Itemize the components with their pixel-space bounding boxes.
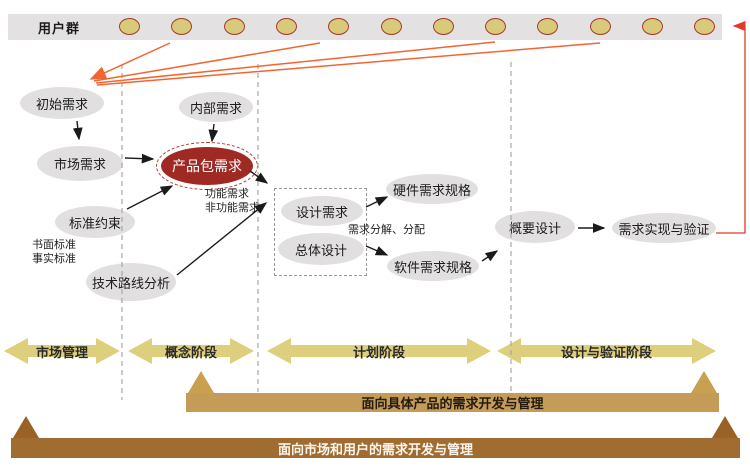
- arrow-design-to-hwspec: [365, 196, 389, 208]
- arrow-standards-to-package: [126, 185, 174, 210]
- design-dashed-box: [274, 188, 367, 276]
- arrow-market-to-package: [124, 153, 155, 164]
- user-group-label: 用户群: [38, 20, 81, 36]
- user-dot-icon: [171, 18, 193, 35]
- user-dot-icon: [537, 18, 559, 35]
- user-dot-icon: [328, 18, 350, 35]
- user-dot-icon: [380, 18, 402, 35]
- left-arrowhead-icon: [267, 338, 291, 364]
- range-marker-triangle: [712, 416, 738, 438]
- phase-label: 市场管理: [35, 344, 88, 360]
- phase-market-management: 市场管理: [4, 338, 120, 364]
- right-arrowhead-icon: [230, 338, 254, 364]
- phase-design-verification: 设计与验证阶段: [497, 338, 716, 364]
- phase-concept: 概念阶段: [128, 338, 254, 364]
- user-dot-icon: [223, 18, 245, 35]
- left-arrowhead-icon: [497, 338, 521, 364]
- defacto-standard-text: 事实标准: [32, 253, 76, 265]
- range-marker-triangle: [691, 371, 717, 393]
- right-arrowhead-icon: [467, 338, 491, 364]
- user-dot-icon: [432, 18, 454, 35]
- arrow-users-to-initial: [95, 41, 496, 84]
- user-dot-icon: [589, 18, 611, 35]
- range-marker-triangle: [13, 416, 39, 438]
- user-group-bar: 用户群: [8, 14, 722, 40]
- phase-label: 设计与验证阶段: [560, 344, 652, 360]
- node-product-package: 产品包需求: [161, 147, 253, 185]
- node-initial-requirements: 初始需求: [20, 87, 104, 119]
- requirement-types-annotation: 功能需求 非功能需求: [205, 187, 260, 215]
- product-requirements-bar: 面向具体产品的需求开发与管理: [186, 393, 719, 412]
- phase-planning: 计划阶段: [267, 338, 491, 364]
- node-impl-verification: 需求实现与验证: [612, 213, 716, 243]
- left-arrowhead-icon: [4, 338, 28, 364]
- decompose-allocate-annotation: 需求分解、分配: [348, 224, 425, 236]
- left-arrowhead-icon: [128, 338, 152, 364]
- node-tech-route-analysis: 技术路线分析: [86, 263, 176, 301]
- user-dot-icon: [694, 18, 716, 35]
- arrow-users-to-initial: [89, 42, 171, 80]
- user-dot-icon: [642, 18, 663, 35]
- arrow-internal-to-package: [208, 123, 219, 143]
- arrow-overall-to-swspec: [365, 245, 389, 256]
- written-standard-text: 书面标准: [32, 239, 76, 251]
- node-standard-constraints: 标准约束: [55, 206, 135, 238]
- functional-req-text: 功能需求: [205, 188, 249, 200]
- user-dot-icon: [485, 18, 507, 35]
- non-functional-req-text: 非功能需求: [205, 202, 260, 214]
- arrow-users-to-initial: [93, 42, 321, 82]
- user-dot-icon: [119, 18, 140, 35]
- arrow-initial-to-market: [72, 120, 83, 141]
- node-outline-design: 概要设计: [495, 211, 575, 243]
- node-hardware-spec: 硬件需求规格: [386, 174, 478, 204]
- right-arrowhead-icon: [96, 338, 120, 364]
- node-software-spec: 软件需求规格: [387, 251, 479, 281]
- market-requirements-bar: 面向市场和用户的需求开发与管理: [11, 438, 740, 458]
- arrow-swspec-to-outline: [481, 250, 499, 262]
- standards-annotation: 书面标准 事实标准: [32, 238, 76, 266]
- arrow-users-to-initial: [96, 42, 601, 86]
- node-overall-design: 总体设计: [278, 233, 364, 265]
- user-dot-icon: [275, 18, 297, 35]
- phase-label: 计划阶段: [352, 344, 405, 360]
- node-internal-requirements: 内部需求: [179, 92, 253, 122]
- node-design-requirements: 设计需求: [281, 196, 363, 226]
- range-marker-triangle: [188, 371, 214, 393]
- phase-label: 概念阶段: [164, 344, 217, 360]
- right-arrowhead-icon: [692, 338, 716, 364]
- feedback-loop-arrow: [716, 20, 746, 234]
- node-market-requirements: 市场需求: [37, 146, 123, 181]
